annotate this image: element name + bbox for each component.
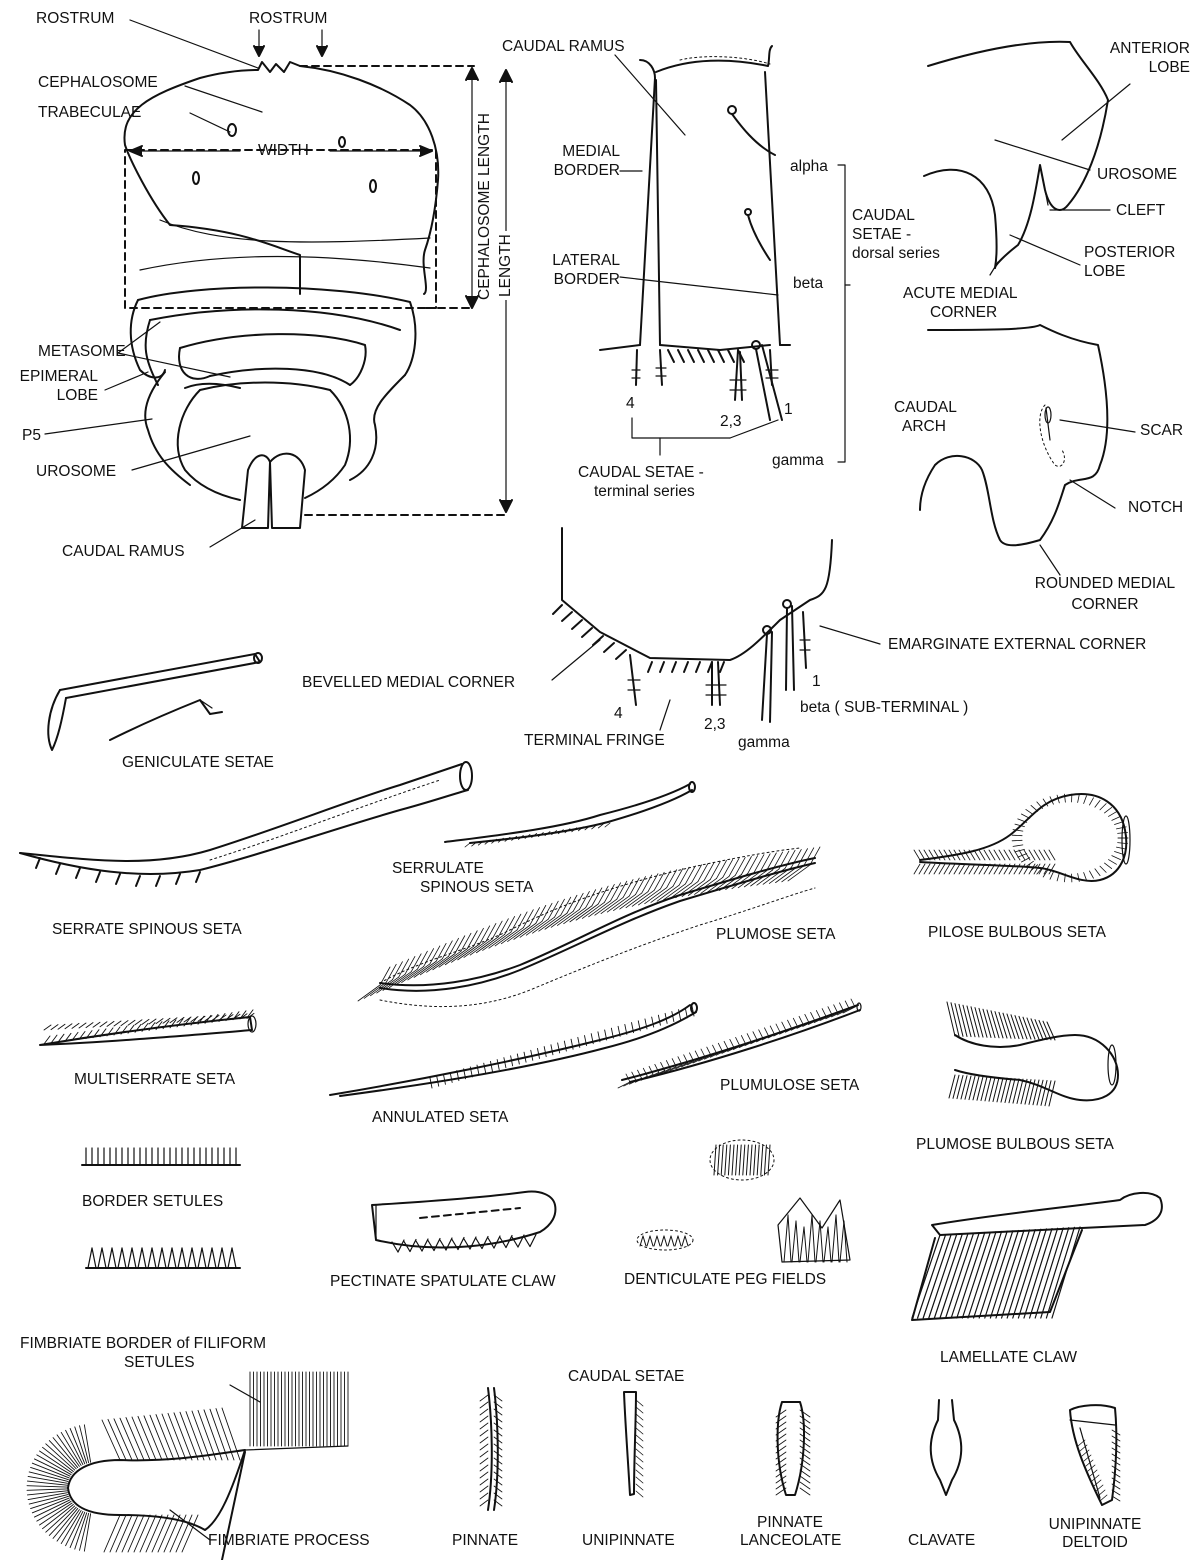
label-num-23: 2,3 — [720, 413, 742, 431]
label-anterior-2: LOBE — [1080, 59, 1190, 77]
label-pinnate: PINNATE — [452, 1532, 518, 1550]
label-acute-2: CORNER — [930, 304, 997, 322]
label-cephalosome-length: CEPHALOSOME LENGTH — [476, 113, 494, 300]
label-denticulate: DENTICULATE PEG FIELDS — [624, 1271, 826, 1289]
label-plumose-seta: PLUMOSE SETA — [716, 926, 835, 944]
label-rostrum-top: ROSTRUM — [249, 10, 327, 28]
label-gamma: gamma — [772, 452, 824, 470]
label-num-4: 4 — [626, 395, 635, 413]
label-urosome-right: UROSOME — [1097, 166, 1177, 184]
label-terminal-fringe: TERMINAL FRINGE — [524, 732, 665, 750]
label-cleft: CLEFT — [1116, 202, 1165, 220]
label-lateral-1: LATERAL — [530, 252, 620, 270]
label-multiserrate: MULTISERRATE SETA — [74, 1071, 235, 1089]
label-annulated: ANNULATED SETA — [372, 1109, 508, 1127]
label-caudal-arch-2: ARCH — [902, 418, 946, 436]
label-alpha: alpha — [790, 158, 828, 176]
label-geniculate-setae: GENICULATE SETAE — [122, 754, 274, 772]
label-num-4b: 4 — [614, 705, 623, 723]
label-caudal-setae-bottom: CAUDAL SETAE — [568, 1368, 684, 1386]
label-caudal-ramus-left: CAUDAL RAMUS — [62, 543, 185, 561]
label-posterior-1: POSTERIOR — [1084, 244, 1175, 262]
label-cephalosome: CEPHALOSOME — [38, 74, 158, 92]
label-medial-2: BORDER — [530, 162, 620, 180]
label-lateral-2: BORDER — [530, 271, 620, 289]
label-caudal-setae-dorsal-1: CAUDAL — [852, 207, 915, 225]
label-posterior-2: LOBE — [1084, 263, 1125, 281]
label-acute-1: ACUTE MEDIAL — [903, 285, 1018, 303]
label-p5: P5 — [22, 427, 41, 445]
label-urosome-left: UROSOME — [36, 463, 116, 481]
label-bevelled: BEVELLED MEDIAL CORNER — [302, 674, 515, 692]
label-num-1: 1 — [784, 401, 793, 419]
label-caudal-arch-1: CAUDAL — [894, 399, 957, 417]
label-serrate: SERRATE SPINOUS SETA — [52, 921, 242, 939]
label-fimbriate-border-2: SETULES — [124, 1354, 195, 1372]
label-caudal-setae-dorsal-2: SETAE - — [852, 226, 911, 244]
label-scar: SCAR — [1140, 422, 1183, 440]
label-unipinnate-deltoid-1: UNIPINNATE — [1040, 1516, 1150, 1534]
label-fimbriate-process: FIMBRIATE PROCESS — [208, 1532, 370, 1550]
label-epimeral-1: EPIMERAL — [10, 368, 98, 386]
label-clavate: CLAVATE — [908, 1532, 975, 1550]
label-caudal-setae-dorsal-3: dorsal series — [852, 245, 940, 263]
label-pectinate: PECTINATE SPATULATE CLAW — [330, 1273, 556, 1291]
label-metasome: METASOME — [38, 343, 126, 361]
label-beta: beta — [793, 275, 823, 293]
label-plumulose: PLUMULOSE SETA — [720, 1077, 859, 1095]
label-rounded-1: ROUNDED MEDIAL — [1010, 575, 1200, 593]
label-caudal-setae-terminal-1: CAUDAL SETAE - — [578, 464, 704, 482]
label-serrulate-1: SERRULATE — [392, 860, 484, 878]
label-serrulate-2: SPINOUS SETA — [420, 879, 533, 897]
label-beta-subterminal: beta ( SUB-TERMINAL ) — [800, 699, 968, 717]
label-num-1b: 1 — [812, 673, 821, 691]
label-border-setules: BORDER SETULES — [82, 1193, 223, 1211]
label-caudal-ramus-top: CAUDAL RAMUS — [502, 38, 625, 56]
label-caudal-setae-terminal-2: terminal series — [594, 483, 695, 501]
label-length: LENGTH — [497, 231, 515, 300]
label-notch: NOTCH — [1128, 499, 1183, 517]
label-fimbriate-border-1: FIMBRIATE BORDER of FILIFORM — [20, 1335, 266, 1353]
label-width: WIDTH — [258, 142, 309, 160]
label-pinnate-lanceolate-1: PINNATE — [740, 1514, 840, 1532]
label-unipinnate: UNIPINNATE — [582, 1532, 675, 1550]
label-plumose-bulbous: PLUMOSE BULBOUS SETA — [916, 1136, 1114, 1154]
label-lamellate: LAMELLATE CLAW — [940, 1349, 1077, 1367]
label-epimeral-2: LOBE — [10, 387, 98, 405]
label-unipinnate-deltoid-2: DELTOID — [1040, 1534, 1150, 1552]
label-rostrum-left: ROSTRUM — [36, 10, 114, 28]
label-trabeculae: TRABECULAE — [38, 104, 141, 122]
label-num-23b: 2,3 — [704, 716, 726, 734]
label-pinnate-lanceolate-2: LANCEOLATE — [740, 1532, 840, 1550]
label-anterior-1: ANTERIOR — [1080, 40, 1190, 58]
label-medial-1: MEDIAL — [530, 143, 620, 161]
label-pilose-bulbous: PILOSE BULBOUS SETA — [928, 924, 1106, 942]
label-emarginate: EMARGINATE EXTERNAL CORNER — [888, 636, 1146, 654]
label-gamma-b: gamma — [738, 734, 790, 752]
label-rounded-2: CORNER — [1010, 596, 1200, 614]
